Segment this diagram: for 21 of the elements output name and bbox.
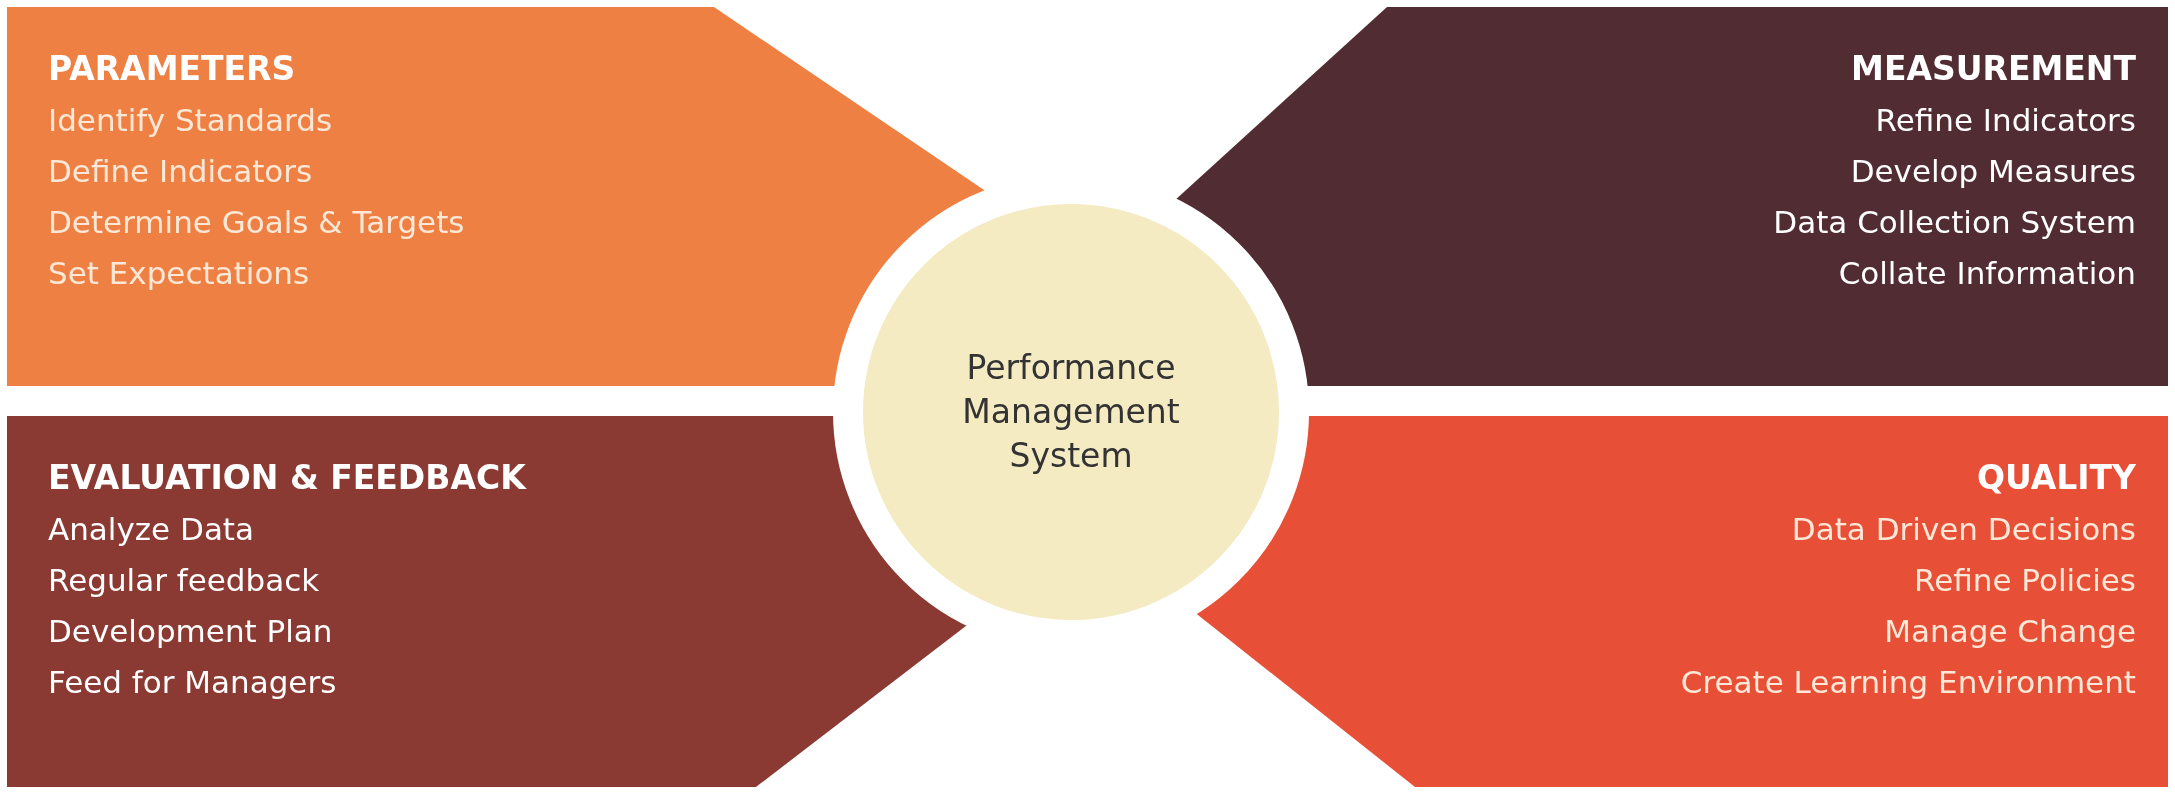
- list-item: Manage Change: [1884, 612, 2136, 651]
- list-item: Refine Indicators: [1875, 101, 2136, 140]
- list-item: Refine Policies: [1914, 561, 2136, 600]
- list-item: Data Collection System: [1773, 203, 2136, 242]
- section-heading: MEASUREMENT: [1851, 48, 2136, 90]
- list-item: Set Expectations: [48, 254, 310, 293]
- section-heading: QUALITY: [1976, 457, 2136, 499]
- list-item: Analyze Data: [48, 510, 255, 549]
- list-item: Regular feedback: [48, 561, 320, 600]
- list-item: Development Plan: [48, 612, 333, 651]
- list-item: Develop Measures: [1850, 152, 2136, 191]
- list-item: Define Indicators: [48, 152, 313, 191]
- list-item: Collate Information: [1838, 254, 2136, 293]
- list-item: Create Learning Environment: [1680, 663, 2136, 702]
- list-item: Feed for Managers: [48, 663, 337, 702]
- list-item: Determine Goals & Targets: [48, 203, 465, 242]
- section-heading: PARAMETERS: [48, 48, 296, 90]
- center-label: Performance Management System: [961, 347, 1181, 477]
- list-item: Data Driven Decisions: [1791, 510, 2136, 549]
- section-heading: EVALUATION & FEEDBACK: [48, 457, 526, 499]
- list-item: Identify Standards: [48, 101, 333, 140]
